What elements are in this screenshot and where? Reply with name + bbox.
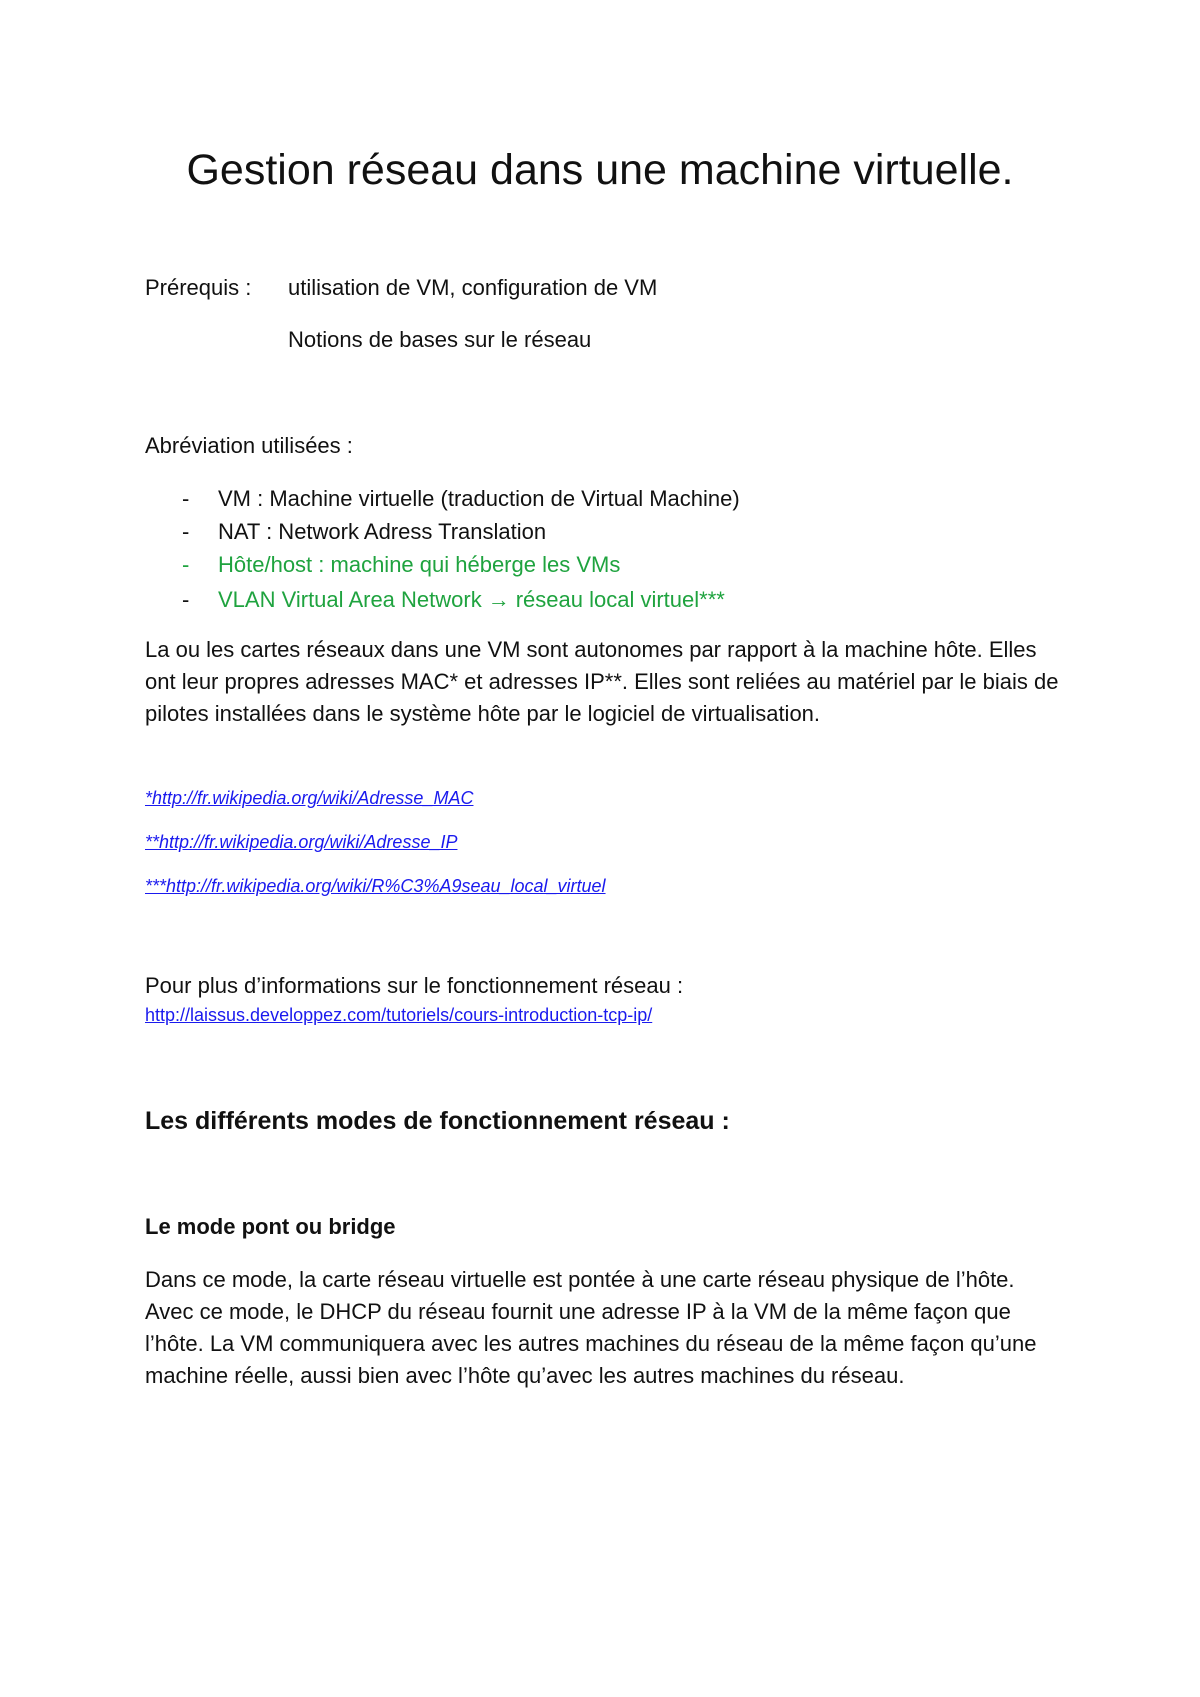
abreviations-heading: Abréviation utilisées : — [145, 433, 353, 458]
arrow-right-icon: → — [487, 587, 510, 612]
list-item-text: Hôte/host : machine qui héberge les VMs — [218, 552, 621, 577]
bridge-heading: Le mode pont ou bridge — [145, 1214, 396, 1239]
prerequis-line-1: utilisation de VM, configuration de VM — [288, 275, 658, 300]
section-heading: Les différents modes de fonctionnement r… — [145, 1107, 730, 1135]
list-dash: - — [182, 552, 190, 577]
prerequis-label: Prérequis : — [145, 275, 252, 300]
document-title: Gestion réseau dans une machine virtuell… — [186, 146, 1014, 194]
more-info-link[interactable]: http://laissus.developpez.com/tutoriels/… — [145, 1005, 653, 1025]
vlan-text: VLAN Virtual Area Network — [218, 587, 482, 612]
prerequis-line-2: Notions de bases sur le réseau — [288, 327, 592, 352]
footnote-link-ip[interactable]: **http://fr.wikipedia.org/wiki/Adresse_I… — [145, 832, 458, 852]
bridge-paragraph: Dans ce mode, la carte réseau virtuelle … — [145, 1267, 1037, 1388]
more-info-text: Pour plus d’informations sur le fonction… — [145, 973, 684, 998]
list-item-text: NAT : Network Adress Translation — [218, 519, 547, 544]
list-dash: - — [182, 587, 190, 612]
list-dash: - — [182, 486, 190, 511]
vlan-translation: réseau local virtuel*** — [515, 587, 725, 612]
list-item-text: VLAN Virtual Area Network→réseau local v… — [218, 586, 725, 614]
list-item-text: VM : Machine virtuelle (traduction de Vi… — [218, 486, 740, 511]
footnote-link-mac[interactable]: *http://fr.wikipedia.org/wiki/Adresse_MA… — [145, 788, 474, 808]
footnote-link-vlan[interactable]: ***http://fr.wikipedia.org/wiki/R%C3%A9s… — [145, 876, 606, 896]
list-dash: - — [182, 519, 190, 544]
intro-paragraph: La ou les cartes réseaux dans une VM son… — [145, 637, 1059, 726]
